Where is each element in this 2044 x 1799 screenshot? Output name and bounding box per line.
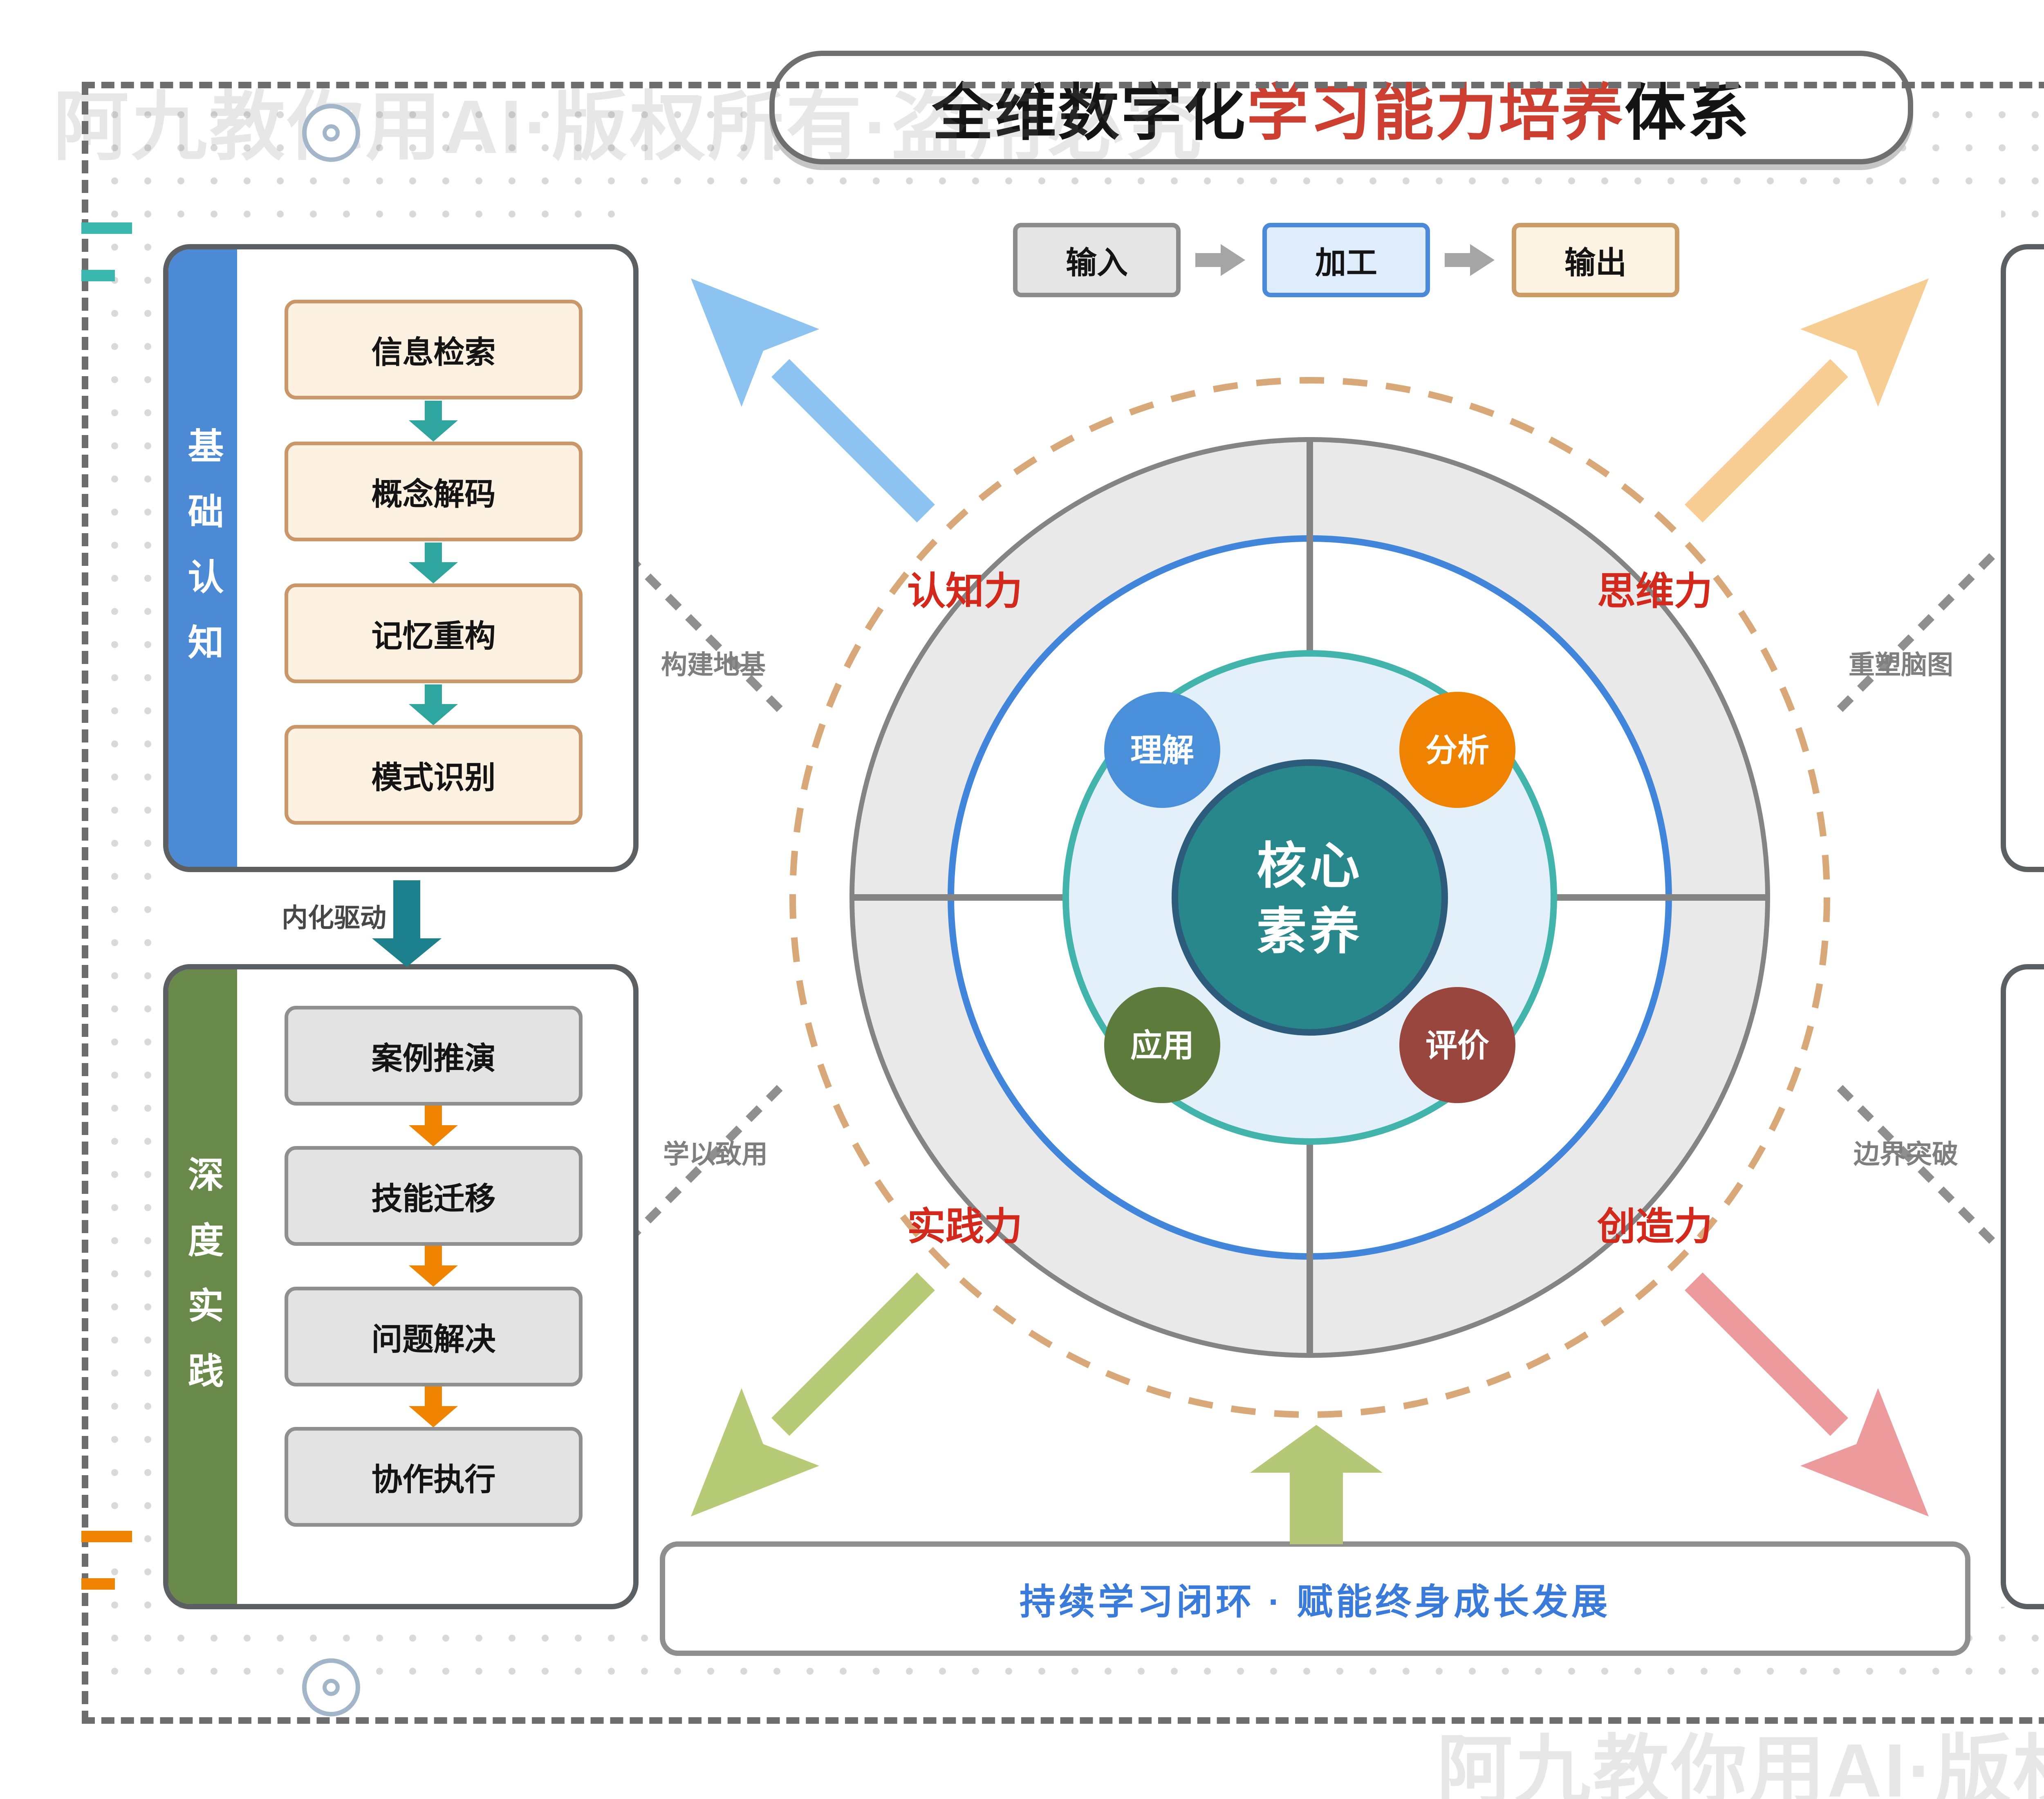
quadrant-cross-lines [852,440,1768,1355]
corner-connector-lines [624,553,1995,1244]
down-arrow-icon [409,1246,458,1287]
panel-side-bar: 基础认知 [168,249,237,867]
dashed-outer-circle [789,377,1830,1418]
step-item: 信息检索 [285,300,583,399]
io-flow-row: 输入 加工 输出 [1013,223,1688,297]
step-item: 协作执行 [285,1427,583,1527]
connector-label-foundation: 构建地基 [661,650,766,680]
step-item: 问题解决 [285,1287,583,1386]
down-arrow-icon [409,401,458,442]
panel-deep-practice: 深度实践 案例推演 技能迁移 问题解决 协作执行 [163,964,639,1609]
big-arrow-bottom-left [691,1272,935,1516]
node-apply: 应用 [1104,987,1220,1103]
connector-label-use: 学以致用 [663,1140,768,1169]
node-analyze: 分析 [1399,692,1515,808]
quadrant-label-creation: 创造力 [1597,1205,1712,1248]
panel-innovation-breakthrough: 创新突破 灵感激发 交叉融合 原型设计 价值产出 [2001,964,2044,1609]
step-item: 模式识别 [285,725,583,825]
panel-side-bar: 深度实践 [168,969,237,1604]
quadrant-label-practice: 实践力 [907,1205,1022,1248]
panel-side-label: 基础认知 [183,427,223,689]
corner-ring-icon [302,1658,360,1716]
watermark-text: 阿九教你用AI·版权所有·盗用必究 [1437,1729,2044,1799]
bottom-loop-bar: 持续学习闭环 · 赋能终身成长发展 [660,1541,1970,1656]
output-box: 输出 [1512,223,1679,297]
right-arrow-icon [1430,223,1512,297]
corner-ring-icon [302,104,360,162]
quadrant-label-thinking: 思维力 [1597,570,1712,612]
connector-label-remap: 重塑脑图 [1849,650,1953,680]
down-arrow-icon [409,1386,458,1427]
svg-text:评价: 评价 [1425,1027,1489,1063]
title-highlight: 学习能力培养 [1246,78,1625,147]
orange-accent-dash [81,1531,132,1542]
panel-thinking-transformation: 思维转化 逻辑拆解 系统思考 批判反思 规律总结 [2001,244,2044,872]
teal-accent-dash [81,222,132,234]
input-box: 输入 [1013,223,1181,297]
down-arrow-icon [409,543,458,583]
panel-foundation-cognition: 基础认知 信息检索 概念解码 记忆重构 模式识别 [163,244,639,872]
connector-label-boundary: 边界突破 [1853,1140,1958,1169]
svg-text:理解: 理解 [1130,732,1194,768]
svg-text:应用: 应用 [1130,1027,1194,1063]
title-prefix: 全维数字化 [932,78,1247,147]
node-understand: 理解 [1104,692,1220,808]
down-arrow-icon [409,684,458,725]
big-arrow-up [1250,1425,1383,1544]
svg-text:核心: 核心 [1257,838,1363,894]
svg-text:素养: 素养 [1257,904,1363,959]
watermark-text: 阿九教你用AI·版权所有·盗用必究 [53,85,1204,169]
quadrant-label-cognition: 认知力 [907,570,1022,612]
node-evaluate: 评价 [1399,987,1515,1103]
big-arrow-top-right [1685,278,1929,523]
bottom-loop-text: 持续学习闭环 · 赋能终身成长发展 [1019,1581,1611,1622]
panel-side-label: 深度实践 [183,1156,223,1418]
step-item: 概念解码 [285,442,583,541]
page-title: 全维数字化学习能力培养体系 [769,51,1913,164]
down-arrow-left-icon [372,880,442,967]
step-item: 记忆重构 [285,583,583,683]
core-circle: 核心 素养 [1172,759,1448,1036]
step-item: 案例推演 [285,1006,583,1106]
right-arrow-icon [1181,223,1262,297]
step-item: 技能迁移 [285,1146,583,1246]
svg-text:分析: 分析 [1425,732,1489,768]
down-arrow-icon [409,1106,458,1146]
big-arrow-bottom-right [1685,1272,1929,1516]
link-label-internalize: 内化驱动 [282,903,386,933]
title-suffix: 体系 [1625,78,1751,147]
process-box: 加工 [1262,223,1430,297]
big-arrow-top-left [691,278,935,523]
